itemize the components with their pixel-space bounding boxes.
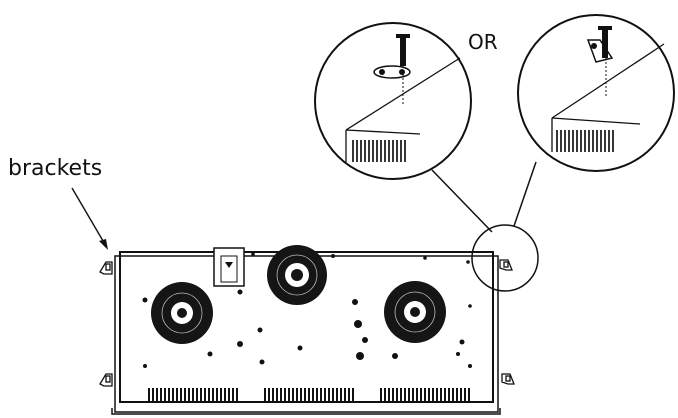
burner-top-center (267, 245, 327, 305)
detail-view-right (517, 14, 675, 172)
brackets-arrow (71, 187, 108, 250)
terminal-box (213, 247, 245, 287)
bracket-top-left (99, 261, 113, 275)
burner-right (384, 281, 446, 343)
mounting-holes (142, 252, 472, 368)
vent-grilles (146, 388, 470, 402)
callout-circle-small (471, 224, 539, 292)
or-label: OR (468, 30, 498, 54)
bracket-bottom-left (99, 373, 113, 387)
bracket-bottom-right (501, 373, 515, 385)
callout-line-right (513, 161, 537, 227)
callout-line-left (431, 169, 493, 233)
brackets-label: brackets (8, 156, 103, 181)
bracket-top-right (499, 259, 513, 271)
burner-left (151, 282, 213, 344)
detail-view-left (314, 22, 472, 180)
